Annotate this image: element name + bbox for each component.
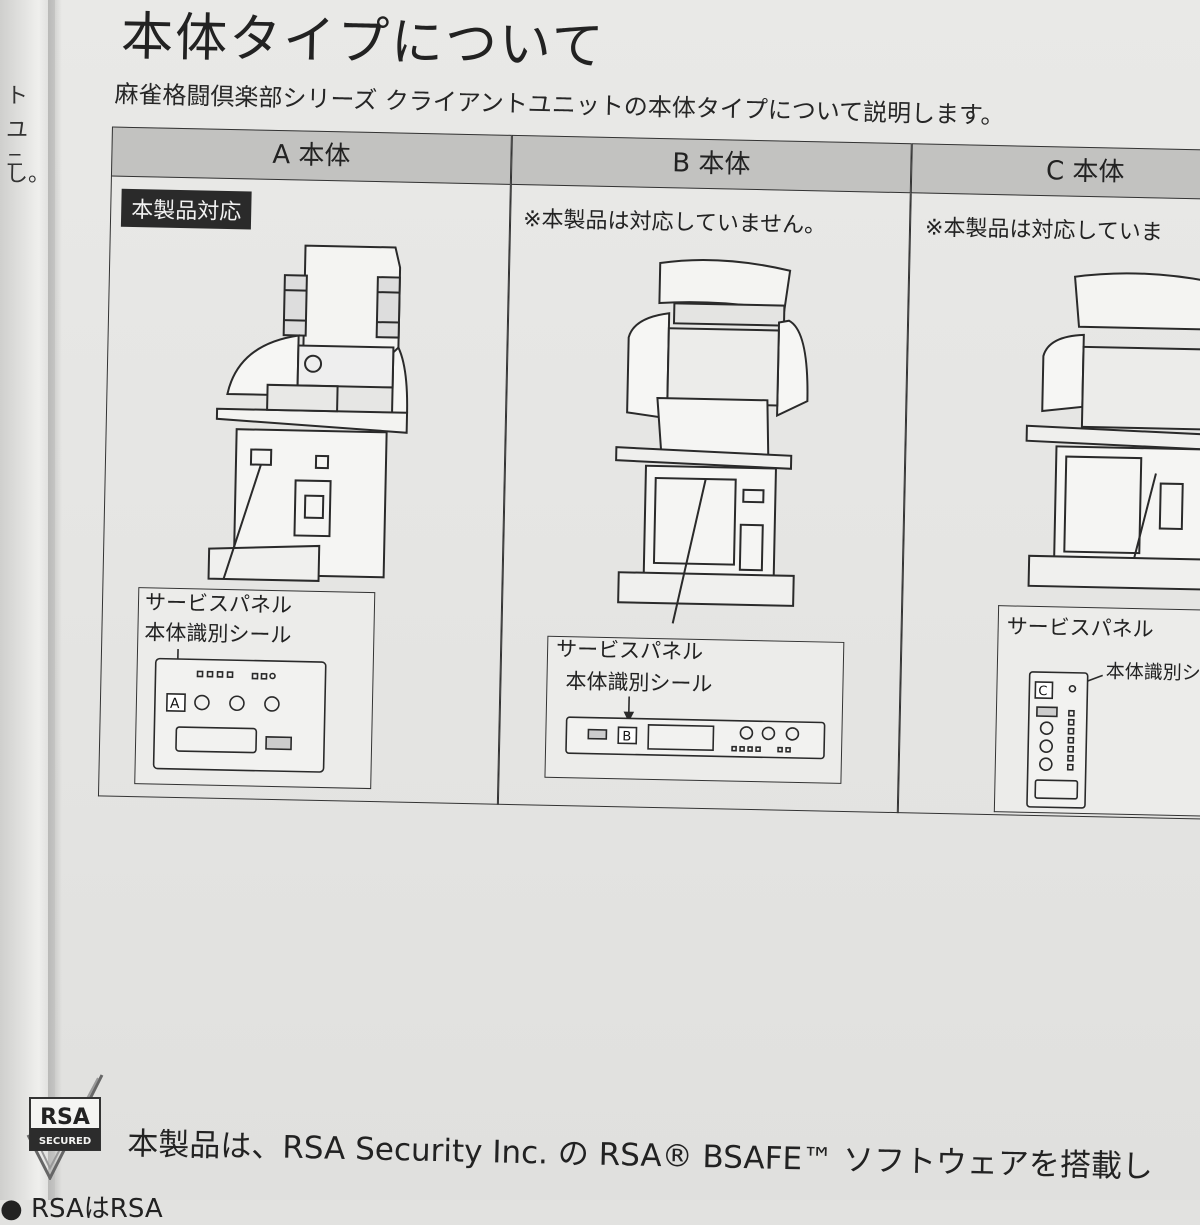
rsa-secured-logo: RSA SECURED (20, 1070, 110, 1180)
service-panel-b-drawing: B (546, 695, 843, 781)
column-header-a: A 本体 (111, 127, 512, 185)
service-panel-label: サービスパネル (145, 586, 293, 619)
service-panel-c: サービスパネル 本体識別シ C (994, 605, 1200, 817)
column-header-b: B 本体 (511, 135, 912, 193)
column-body-b: ※本製品は対応していません。 サービスパネル 本体識別シール (498, 185, 911, 813)
service-panel-label: サービスパネル (1006, 610, 1154, 643)
service-panel-a: サービスパネル 本体識別シール A (134, 587, 375, 789)
sticker-letter-a: A (170, 696, 180, 712)
service-panel-b: サービスパネル 本体識別シール B (544, 636, 844, 784)
id-sticker-label: 本体識別シール (144, 616, 292, 649)
not-supported-note-c: ※本製品は対応していま (925, 210, 1163, 247)
prev-page-fragment: ユ (6, 112, 28, 144)
cabinet-c-illustration (903, 253, 1200, 640)
cabinet-a-illustration (102, 232, 510, 640)
footer-statement: 本製品は、RSA Security Inc. の RSA® BSAFE™ ソフト… (127, 1118, 1153, 1186)
rsa-logo-subtext: SECURED (39, 1136, 91, 1147)
cabinet-type-table: A 本体 本製品対応 (26, 125, 1200, 840)
sticker-letter-c: C (1038, 684, 1047, 699)
supported-badge: 本製品対応 (121, 189, 252, 230)
sticker-letter-b: B (622, 729, 631, 744)
service-panel-c-drawing: C (995, 661, 1200, 816)
rsa-logo-text: RSA (40, 1105, 90, 1130)
footer: RSA SECURED 本製品は、RSA Security Inc. の RSA… (20, 1070, 1200, 1200)
service-panel-label: サービスパネル (556, 633, 704, 666)
prev-page-fragment: ト (6, 78, 28, 110)
page-title: 本体タイプについて (120, 0, 606, 79)
not-supported-note-b: ※本製品は対応していません。 (523, 201, 827, 239)
column-body-a: 本製品対応 (98, 176, 511, 804)
id-sticker-label: 本体識別シール (565, 665, 713, 698)
column-body-c: ※本製品は対応していま サービスパネル 本体識別シ C (898, 193, 1200, 820)
footer-bottom-partial: ● RSAはRSA (0, 1188, 163, 1225)
column-header-c: C 本体 (911, 143, 1200, 200)
cabinet-b-illustration (502, 245, 910, 653)
service-panel-a-drawing: A (135, 648, 373, 783)
